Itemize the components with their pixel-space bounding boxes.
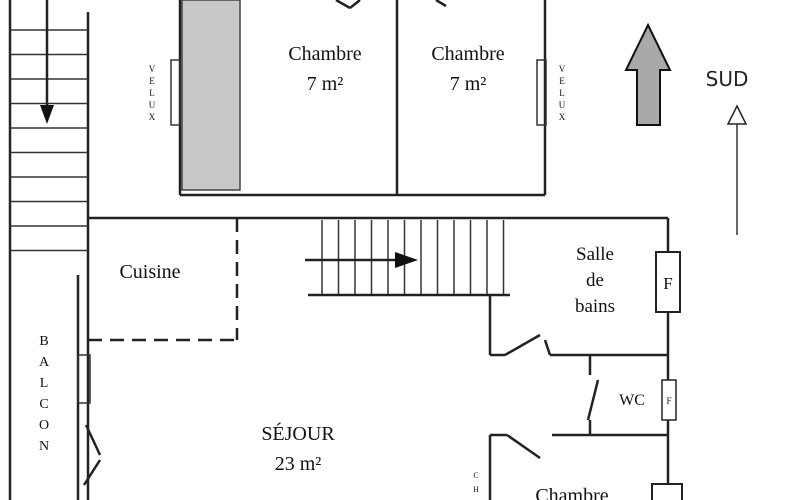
room-area: 7 m² [450,73,487,95]
room-label: bains [575,296,615,317]
fixture-label: F [666,396,671,406]
room-label-sejour: SÉJOUR [261,422,335,445]
fixture-label: F [663,274,672,293]
north-arrow-icon [624,22,672,126]
room-label: Chambre [288,43,361,65]
room-area-sejour: 23 m² [275,453,322,475]
room-label: Salle [576,244,614,265]
ch-letter: C [473,471,478,480]
room-area: 7 m² [307,73,344,95]
room-label: de [586,270,604,291]
balcon-letter: A [39,355,50,370]
velux-letter: L [559,88,565,98]
closet [181,0,241,191]
velux-letter: X [149,112,156,122]
room-label-wc: WC [619,392,645,409]
balcon-letter: O [39,418,49,433]
velux-letter: L [149,88,155,98]
velux-letter: E [149,76,155,86]
velux-letter: E [559,76,565,86]
velux-window-right [536,59,547,126]
ch-letter: H [473,485,479,494]
balcon-letter: L [40,376,49,391]
window [77,354,91,404]
room-label: Chambre [431,43,504,65]
balcon-letter: C [39,397,48,412]
sud-label: SUD [706,67,749,91]
balcon-letter: B [39,334,48,349]
velux-letter: V [149,64,156,74]
window-f [655,251,681,313]
sud-arrow-icon [726,104,748,125]
velux-letter: V [559,64,566,74]
room-label: Chambre [535,485,608,500]
velux-window-left [170,59,181,126]
velux-letter: U [149,100,156,110]
central-staircase [305,220,510,297]
room-label-cuisine: Cuisine [119,261,180,283]
balcon-letter: N [39,439,49,454]
left-staircase [8,0,90,500]
velux-letter: X [559,112,566,122]
velux-letter: U [559,100,566,110]
